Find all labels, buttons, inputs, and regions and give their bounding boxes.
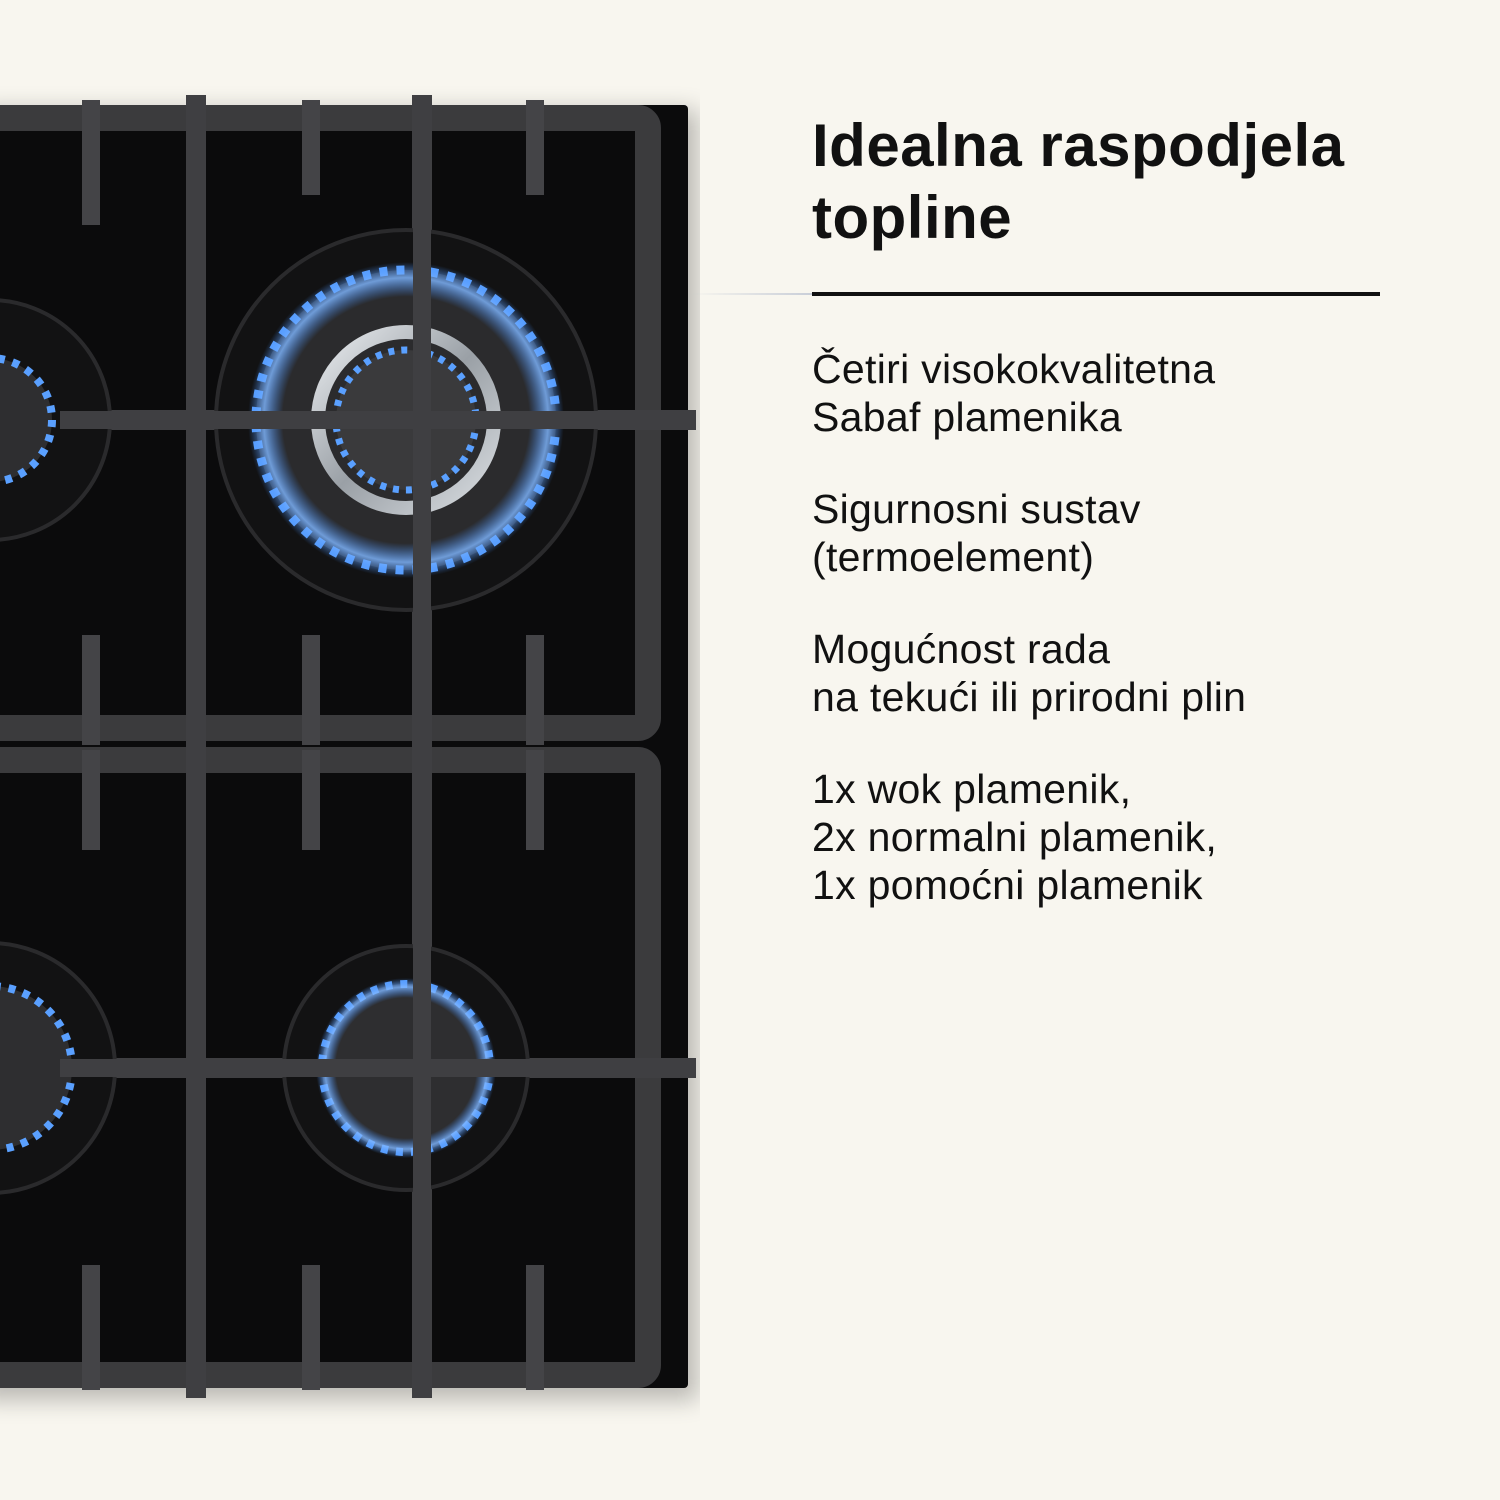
feature-line: 1x pomoćni plamenik: [812, 862, 1203, 908]
feature-list: Četiri visokokvalitetna Sabaf plamenika …: [812, 345, 1452, 953]
headline-block: Idealna raspodjela topline: [812, 110, 1412, 254]
headline-divider: [812, 292, 1380, 296]
feature-line: Mogućnost rada: [812, 626, 1111, 672]
feature-line: Sigurnosni sustav: [812, 486, 1141, 532]
feature-item: Četiri visokokvalitetna Sabaf plamenika: [812, 345, 1452, 441]
divider-fade: [690, 293, 812, 295]
feature-line: Četiri visokokvalitetna: [812, 346, 1216, 392]
headline-line-1: Idealna raspodjela: [812, 112, 1345, 179]
feature-line: na tekući ili prirodni plin: [812, 674, 1247, 720]
feature-line: Sabaf plamenika: [812, 394, 1122, 440]
feature-line: 2x normalni plamenik,: [812, 814, 1218, 860]
feature-item: Mogućnost rada na tekući ili prirodni pl…: [812, 625, 1452, 721]
feature-line: 1x wok plamenik,: [812, 766, 1132, 812]
headline-line-2: topline: [812, 184, 1013, 251]
cooktop-image: [0, 0, 700, 1500]
feature-item: Sigurnosni sustav (termoelement): [812, 485, 1452, 581]
grate-prongs: [82, 100, 544, 1390]
feature-item: 1x wok plamenik, 2x normalni plamenik, 1…: [812, 765, 1452, 909]
headline: Idealna raspodjela topline: [812, 110, 1392, 254]
feature-line: (termoelement): [812, 534, 1095, 580]
